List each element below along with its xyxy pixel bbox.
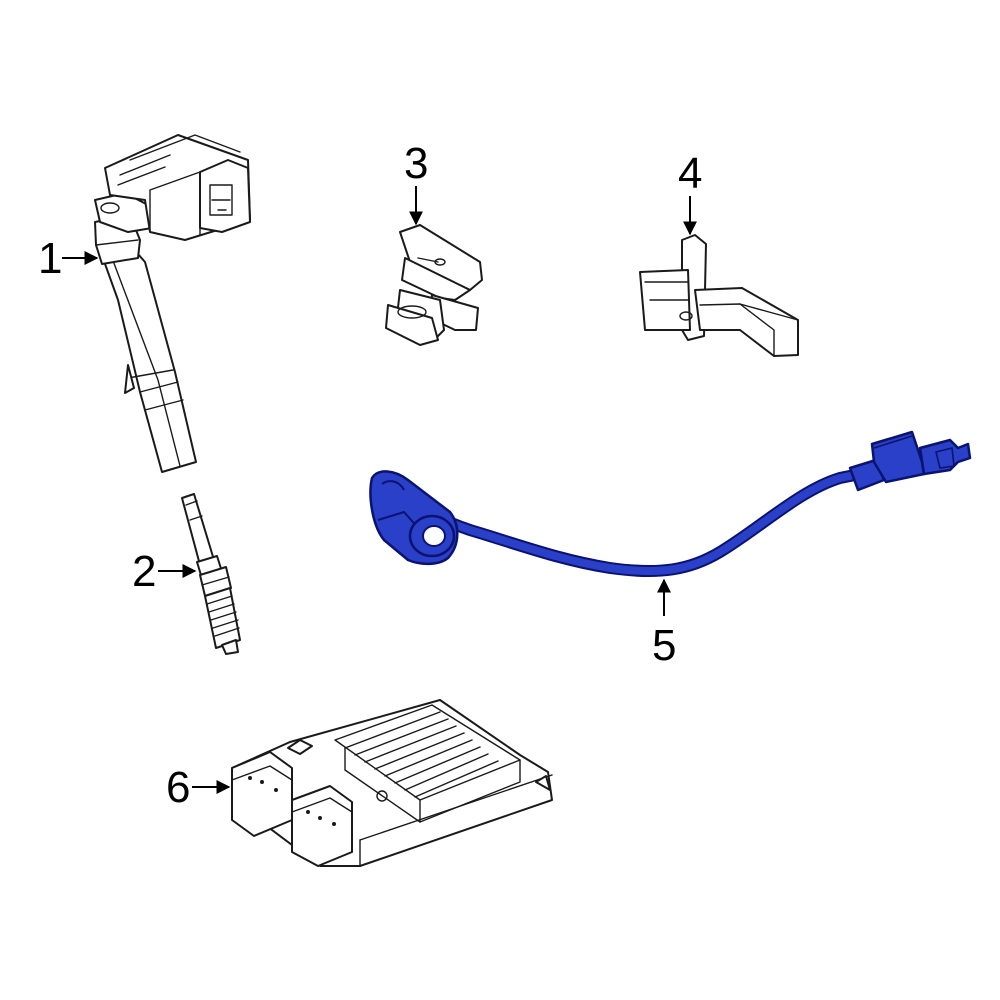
callout-1: 1 [38,234,99,283]
callout-2-label: 2 [132,547,156,596]
callout-4: 4 [678,149,702,236]
part-1-ignition-coil[interactable] [94,134,251,473]
callout-3: 3 [404,139,428,226]
callout-6: 6 [166,763,231,812]
part-6-ecm[interactable] [231,699,553,867]
ecm-heatsink-fins [334,704,521,823]
callout-6-label: 6 [166,763,190,812]
part-3-sensor[interactable] [385,224,483,346]
callout-3-label: 3 [404,139,428,188]
callout-2: 2 [132,547,197,596]
part-2-spark-plug[interactable] [181,493,241,655]
part-4-bracket[interactable] [639,234,799,357]
callout-5-label: 5 [652,621,676,670]
part-5-knock-sensor[interactable] [369,430,972,578]
callout-4-label: 4 [678,149,702,198]
callout-1-label: 1 [38,234,62,283]
callout-5: 5 [652,578,676,670]
